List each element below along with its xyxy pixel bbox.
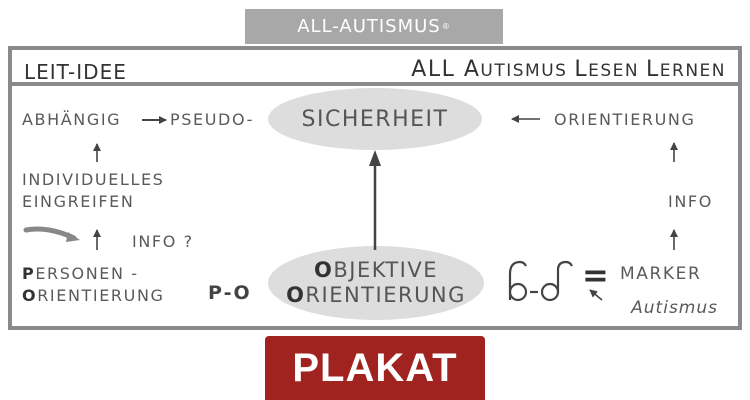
small-arrow-to-marker-icon xyxy=(589,289,603,301)
node-individuelles-line2: EINGREIFEN xyxy=(22,192,135,211)
node-individuelles-line1: INDIVIDUELLES xyxy=(22,170,165,189)
diagram-title: ALL AUTISMUS LESEN LERNEN xyxy=(411,57,726,82)
title-word-all: ALL xyxy=(411,57,464,82)
swoosh-arrow-icon xyxy=(23,226,80,242)
header-bar xyxy=(12,50,738,86)
node-pseudo: PSEUDO- xyxy=(170,110,254,129)
equals-sign: = xyxy=(582,256,609,294)
node-autismus: Autismus xyxy=(631,298,718,318)
node-p-o: P-O xyxy=(208,282,252,304)
node-info-question: INFO ? xyxy=(132,232,194,251)
registered-mark: ® xyxy=(441,22,451,31)
obj-orientierung-initial: O xyxy=(286,283,306,307)
node-marker: MARKER xyxy=(620,264,702,284)
title-a-initial: A xyxy=(463,57,481,82)
title-l-initial-1: L xyxy=(574,57,589,82)
personen-initial: P xyxy=(22,264,36,283)
marker-symbol-icon xyxy=(508,260,573,302)
node-abhaengig: ABHÄNGIG xyxy=(22,110,122,129)
plakat-button[interactable]: PLAKAT xyxy=(265,336,485,400)
node-personen-line2: ORIENTIERUNG xyxy=(22,286,165,305)
leit-idee-label: LEIT-IDEE xyxy=(24,60,127,84)
title-l-initial-2: L xyxy=(646,57,660,82)
node-objektive-orientierung: OBJEKTIVE ORIENTIERUNG xyxy=(268,246,484,320)
personen-rest: ERSONEN - xyxy=(35,264,139,283)
orientierung-rest: RIENTIERUNG xyxy=(37,286,165,305)
orientierung-line: ORIENTIERUNG xyxy=(286,283,466,308)
objektive-rest: BJEKTIVE xyxy=(333,258,439,282)
obj-orientierung-rest: RIENTIERUNG xyxy=(305,283,466,307)
node-info-right: INFO xyxy=(668,192,713,211)
title-lesen-rest: ESEN xyxy=(588,61,646,81)
title-lernen-rest: ERNEN xyxy=(659,61,726,81)
objektive-initial: O xyxy=(313,258,334,282)
node-personen-line1: PERSONEN - xyxy=(22,264,139,283)
brand-logo: ALL-AUTISMUS® xyxy=(245,9,503,44)
brand-logo-text: ALL-AUTISMUS xyxy=(297,16,441,37)
node-orientierung-right: ORIENTIERUNG xyxy=(554,110,696,129)
arrow-objektive-to-sicherheit xyxy=(369,150,381,250)
title-autismus-rest: UTISMUS xyxy=(480,61,575,81)
node-sicherheit: SICHERHEIT xyxy=(268,88,482,150)
objektive-line: OBJEKTIVE xyxy=(314,258,438,283)
orientierung-initial: O xyxy=(22,286,38,305)
